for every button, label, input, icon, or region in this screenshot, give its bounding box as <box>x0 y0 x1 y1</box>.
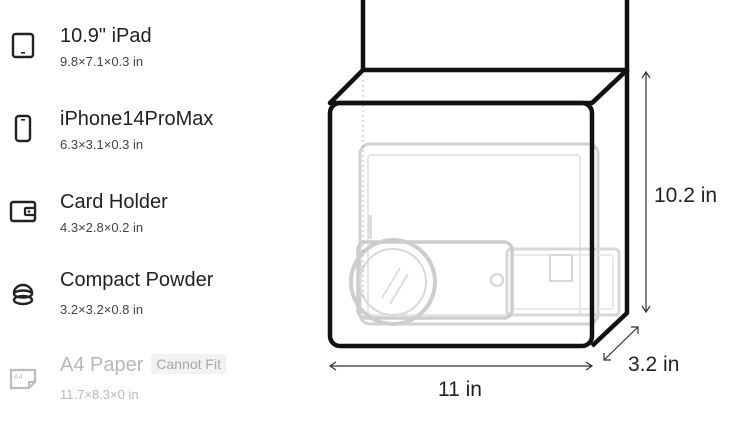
item-dimensions: 11.7×8.3×0 in <box>60 387 139 402</box>
item-name: iPhone14ProMax <box>60 108 214 130</box>
bag-diagram: 10.2 in 11 in 3.2 in <box>320 0 750 426</box>
bag-front <box>327 100 595 349</box>
phone-icon <box>8 113 38 143</box>
item-list: 10.9" iPad 9.8×7.1×0.3 in iPhone14ProMax… <box>0 0 300 426</box>
tablet-icon <box>8 30 38 60</box>
height-label: 10.2 in <box>654 184 718 207</box>
paper-icon-text: A4 <box>14 374 23 381</box>
item-a4-paper[interactable]: A4 A4 Paper Cannot Fit 11.7×8.3×0 in <box>0 350 300 410</box>
bag-illustration <box>327 0 651 371</box>
cannot-fit-badge: Cannot Fit <box>151 354 226 374</box>
item-name: Card Holder <box>60 191 168 213</box>
width-label: 11 in <box>438 378 482 401</box>
item-name: 10.9" iPad <box>60 25 152 47</box>
compact-icon <box>8 279 38 309</box>
item-ipad[interactable]: 10.9" iPad 9.8×7.1×0.3 in <box>0 20 300 80</box>
item-dimensions: 6.3×3.1×0.3 in <box>60 137 144 152</box>
bag-top-edge <box>327 67 630 106</box>
bag-contents <box>349 142 621 326</box>
item-dimensions: 9.8×7.1×0.3 in <box>60 54 144 69</box>
paper-icon: A4 <box>8 364 38 394</box>
item-dimensions: 3.2×3.2×0.8 in <box>60 302 144 317</box>
bag-side <box>590 67 630 348</box>
item-card-holder[interactable]: Card Holder 4.3×2.8×0.2 in <box>0 186 300 246</box>
wallet-icon <box>8 196 38 226</box>
item-name: Compact Powder <box>60 269 214 291</box>
item-compact-powder[interactable]: Compact Powder 3.2×3.2×0.8 in <box>0 264 300 324</box>
depth-label: 3.2 in <box>628 353 680 376</box>
item-name-row: A4 Paper Cannot Fit <box>60 354 226 377</box>
item-dimensions: 4.3×2.8×0.2 in <box>60 220 144 235</box>
item-iphone[interactable]: iPhone14ProMax 6.3×3.1×0.3 in <box>0 103 300 163</box>
item-name: A4 Paper <box>60 354 144 376</box>
